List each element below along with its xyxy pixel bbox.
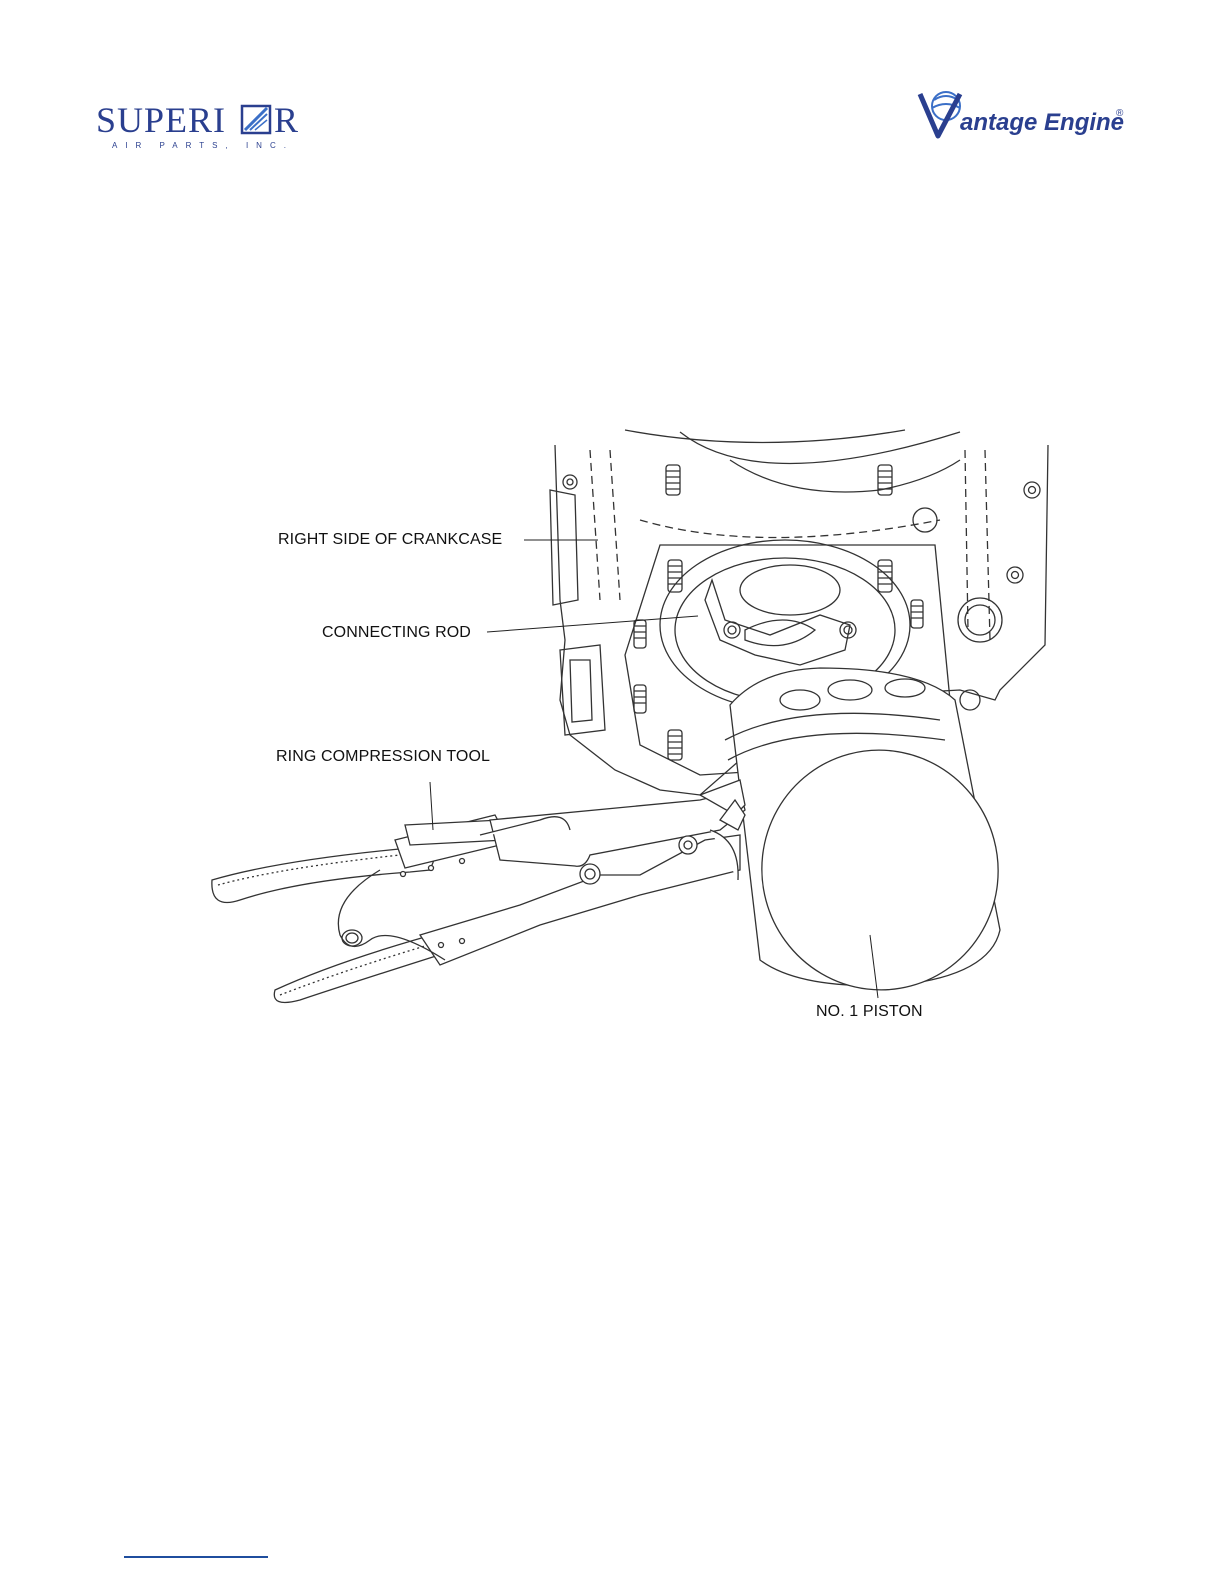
superior-tagline: AIR PARTS, INC.	[112, 141, 294, 150]
callout-no1-piston: NO. 1 PISTON	[816, 1003, 923, 1021]
footer-rule	[124, 1556, 268, 1558]
piston-installation-illustration	[200, 425, 1060, 1035]
superior-wordmark-end: R	[274, 100, 298, 140]
vantage-engine-logo: antage Engine ®	[916, 88, 1136, 144]
callout-ring-compression-tool: RING COMPRESSION TOOL	[276, 748, 490, 766]
ring-compression-tool	[212, 780, 745, 1002]
superior-air-parts-logo: SUPERI R AIR PARTS, INC.	[92, 96, 332, 156]
callout-crankcase: RIGHT SIDE OF CRANKCASE	[278, 531, 502, 549]
callout-connecting-rod: CONNECTING ROD	[322, 624, 471, 642]
vantage-globe-emblem	[920, 92, 960, 136]
connecting-rod	[705, 580, 856, 665]
superior-o-emblem	[242, 106, 270, 133]
vantage-wordmark: antage Engine	[960, 109, 1124, 136]
registered-mark: ®	[1116, 108, 1124, 119]
superior-wordmark: SUPERI	[96, 100, 226, 140]
piston	[725, 668, 1025, 1016]
